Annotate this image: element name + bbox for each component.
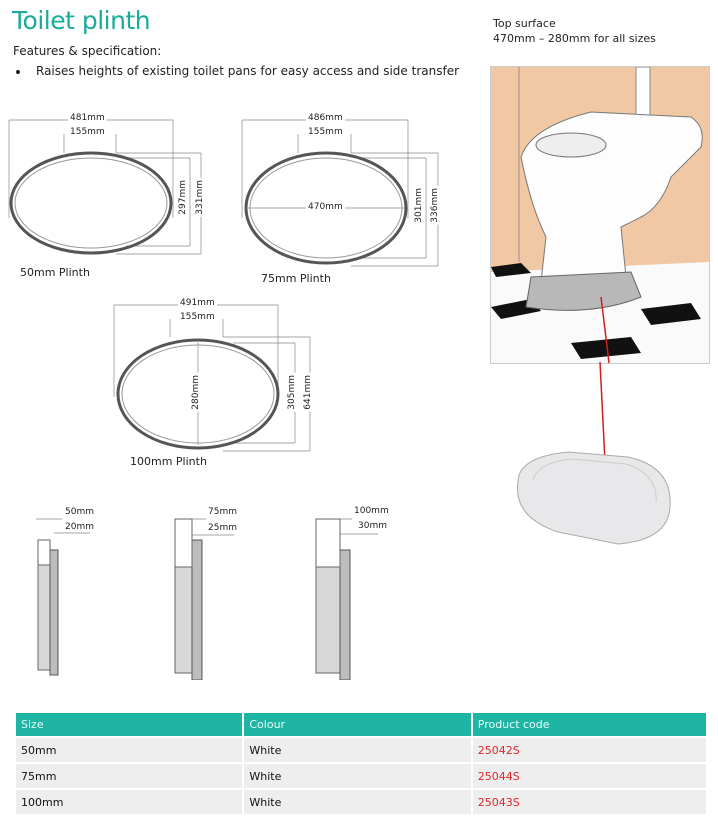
- plan-view-50mm: 481mm 155mm 297mm 331mm 50mm Plinth: [6, 108, 216, 279]
- height-dimension: 100mm: [352, 506, 391, 516]
- top-surface-range: 470mm – 280mm for all sizes: [493, 32, 656, 45]
- feature-bullet: Raises heights of existing toilet pans f…: [13, 64, 459, 78]
- side-view-100mm: 100mm 30mm: [312, 505, 402, 680]
- bullet-icon: [16, 70, 20, 74]
- cell-product-code: 25042S: [472, 738, 706, 762]
- top-surface-label: Top surface: [493, 17, 556, 30]
- outer-height-dimension: 336mm: [430, 186, 440, 225]
- step-dimension: 25mm: [206, 523, 239, 533]
- header-size: Size: [16, 713, 243, 736]
- height-dimension: 50mm: [63, 507, 96, 517]
- table-row: 50mm White 25042S: [16, 738, 706, 762]
- cell-product-code: 25043S: [472, 790, 706, 814]
- cell-product-code: 25044S: [472, 764, 706, 788]
- inner-height-dimension: 305mm: [287, 373, 297, 412]
- top-surface-note: Top surface 470mm – 280mm for all sizes: [493, 16, 656, 46]
- plinth-outline-diagram: [241, 119, 439, 267]
- inner-height-dimension: 297mm: [178, 178, 188, 217]
- cell-colour: White: [244, 738, 471, 762]
- plinth-product-image: [508, 362, 678, 552]
- cell-colour: White: [244, 790, 471, 814]
- side-profile-diagram: [36, 518, 90, 676]
- side-profile-diagram: [315, 518, 378, 680]
- plan-view-100mm: 491mm 155mm 280mm 305mm 641mm 100mm Plin…: [108, 297, 323, 477]
- plinth-outline-diagram: [8, 119, 202, 255]
- header-colour: Colour: [244, 713, 471, 736]
- cell-size: 50mm: [16, 738, 243, 762]
- plinth-label: 75mm Plinth: [261, 272, 331, 285]
- cell-size: 75mm: [16, 764, 243, 788]
- side-profile-diagram: [174, 518, 234, 680]
- plan-view-75mm: 486mm 155mm 470mm 301mm 336mm 75mm Plint…: [236, 108, 451, 288]
- width-dimension: 481mm: [68, 113, 107, 123]
- features-heading: Features & specification:: [13, 44, 162, 58]
- centre-dimension: 155mm: [178, 312, 217, 322]
- centre-dimension: 155mm: [306, 127, 345, 137]
- page-title: Toilet plinth: [12, 6, 151, 35]
- feature-text: Raises heights of existing toilet pans f…: [36, 64, 460, 78]
- cell-size: 100mm: [16, 790, 243, 814]
- plinth-3d-render: [517, 362, 671, 545]
- width-dimension: 486mm: [306, 113, 345, 123]
- side-view-50mm: 50mm 20mm: [30, 505, 120, 680]
- plinth-label: 100mm Plinth: [130, 455, 207, 468]
- outer-height-dimension: 641mm: [303, 373, 313, 412]
- header-product-code: Product code: [472, 713, 706, 736]
- inner-width-dimension: 470mm: [306, 202, 345, 212]
- cell-colour: White: [244, 764, 471, 788]
- width-dimension: 491mm: [178, 298, 217, 308]
- side-view-75mm: 75mm 25mm: [170, 505, 260, 680]
- inner-height-dimension: 301mm: [414, 186, 424, 225]
- table-header-row: Size Colour Product code: [16, 713, 706, 736]
- step-dimension: 30mm: [356, 521, 389, 531]
- table-row: 75mm White 25044S: [16, 764, 706, 788]
- step-dimension: 20mm: [63, 522, 96, 532]
- height-dimension: 75mm: [206, 507, 239, 517]
- centre-dimension: 155mm: [68, 127, 107, 137]
- outer-height-dimension: 331mm: [195, 178, 205, 217]
- inner-dimension: 280mm: [191, 373, 201, 412]
- product-table: Size Colour Product code 50mm White 2504…: [14, 711, 708, 816]
- toilet-illustration: [490, 66, 710, 364]
- plinth-label: 50mm Plinth: [20, 266, 90, 279]
- toilet-with-plinth-image: [491, 67, 709, 363]
- table-row: 100mm White 25043S: [16, 790, 706, 814]
